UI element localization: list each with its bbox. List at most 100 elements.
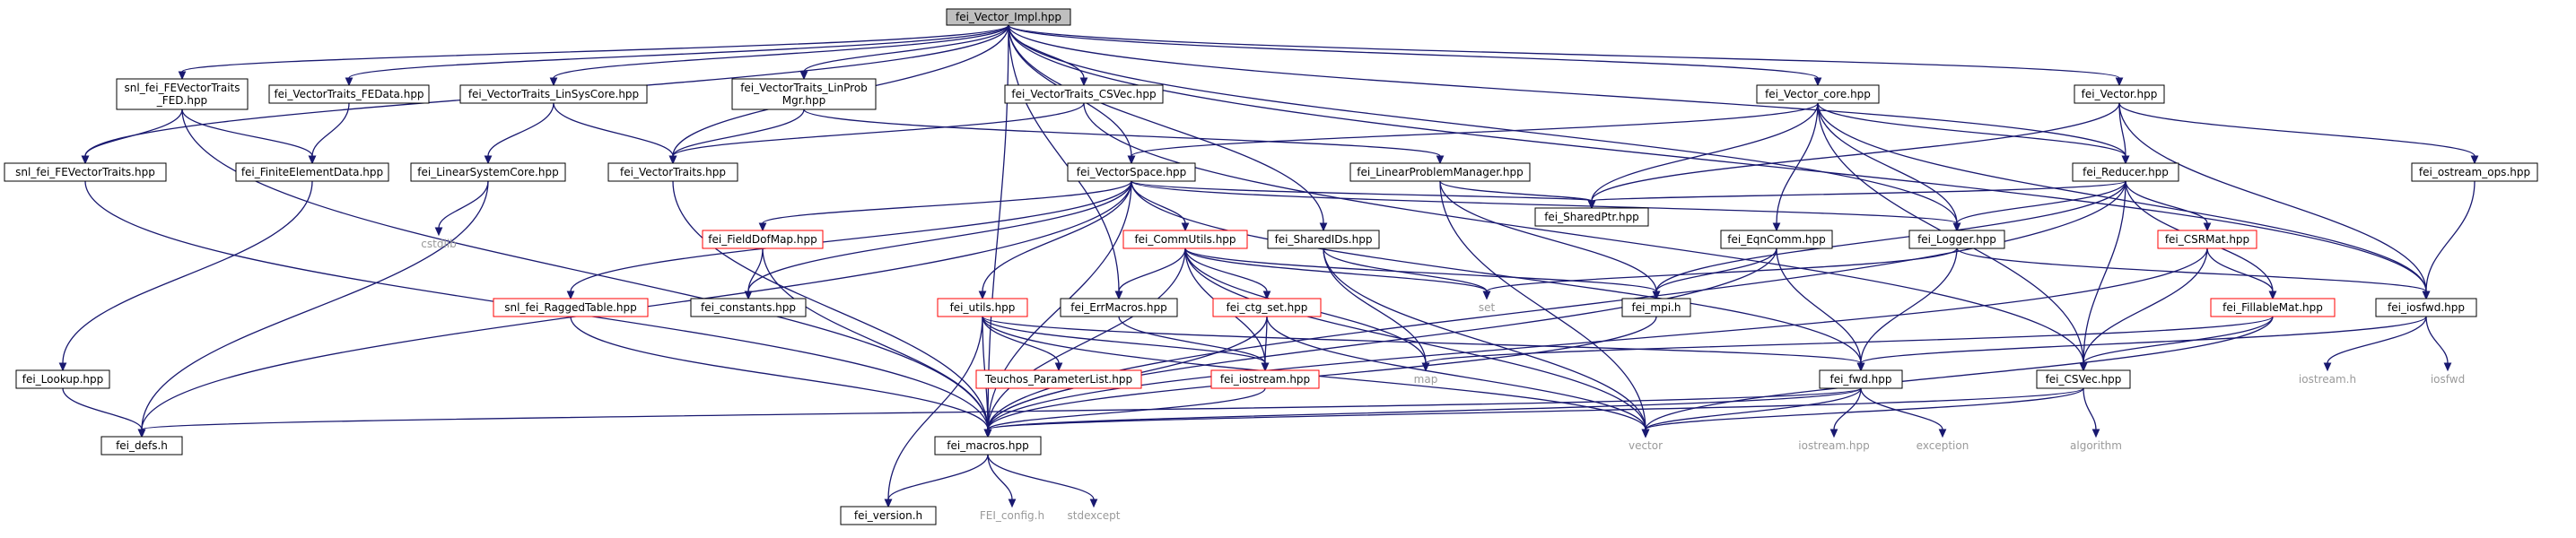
edge-vector_core-to-sharedptr — [1591, 102, 1819, 202]
node-fedata[interactable]: fei_FiniteElementData.hpp — [235, 162, 389, 182]
node-vector_core[interactable]: fei_Vector_core.hpp — [1756, 84, 1880, 104]
node-box — [410, 162, 566, 182]
node-lsc[interactable]: fei_LinearSystemCore.hpp — [410, 162, 566, 182]
node-fwd[interactable]: fei_fwd.hpp — [1819, 369, 1903, 389]
node-box — [1267, 230, 1380, 249]
node-vt_fedata[interactable]: fei_VectorTraits_FEData.hpp — [268, 84, 430, 104]
node-constants[interactable]: fei_constants.hpp — [690, 298, 807, 317]
node-defs[interactable]: fei_defs.h — [100, 436, 183, 456]
node-fillablemat[interactable]: fei_FillableMat.hpp — [2210, 298, 2336, 317]
nodes-layer: fei_Vector_Impl.hpp snl_fei_FEVectorTrait… — [4, 8, 2538, 525]
node-version[interactable]: fei_version.h — [840, 506, 937, 525]
node-utils[interactable]: fei_utils.hpp — [937, 298, 1028, 317]
node-csrmat[interactable]: fei_CSRMat.hpp — [2157, 230, 2257, 249]
edge-lookup-to-defs — [62, 387, 143, 430]
node-iosfwd_hpp[interactable]: fei_iosfwd.hpp — [2375, 298, 2477, 317]
node-box — [493, 298, 649, 317]
node-box — [1908, 230, 2005, 249]
node-label: fei_Vector.hpp — [2082, 88, 2158, 100]
node-label: fei_LinearSystemCore.hpp — [417, 166, 558, 178]
node-logger[interactable]: fei_Logger.hpp — [1908, 230, 2005, 249]
edge-vector_impl-to-reducer — [1008, 24, 2126, 157]
node-sharedids[interactable]: fei_SharedIDs.hpp — [1267, 230, 1380, 249]
node-lookup[interactable]: fei_Lookup.hpp — [15, 369, 110, 389]
node-vectorspace[interactable]: fei_VectorSpace.hpp — [1067, 162, 1196, 182]
node-teuchos[interactable]: Teuchos_ParameterList.hpp — [975, 369, 1142, 389]
edge-arrowhead-vectorspace-to-commutils — [1181, 222, 1190, 232]
node-label: vector — [1629, 439, 1663, 452]
node-ragged[interactable]: snl_fei_RaggedTable.hpp — [493, 298, 649, 317]
edge-iostream_hpp-to-macros — [987, 387, 1266, 430]
node-vector_impl[interactable]: fei_Vector_Impl.hpp — [946, 8, 1071, 26]
node-fielddofmap[interactable]: fei_FieldDofMap.hpp — [702, 230, 824, 249]
edge-arrowhead-vector_impl-to-vt_linprob — [799, 71, 808, 81]
node-fei_vector[interactable]: fei_Vector.hpp — [2074, 84, 2165, 104]
edge-utils-to-teuchos — [982, 316, 1060, 364]
node-vt_linsys[interactable]: fei_VectorTraits_LinSysCore.hpp — [459, 84, 648, 104]
node-box — [1534, 207, 1649, 227]
edge-arrowhead-commutils-to-errmacros — [1114, 291, 1123, 300]
edge-vector_core-to-iosfwd_hpp — [1817, 102, 2427, 292]
edge-arrowhead-logger-to-set — [1482, 291, 1491, 300]
node-vt_csvec[interactable]: fei_VectorTraits_CSVec.hpp — [1004, 84, 1164, 104]
node-label: fei_Lookup.hpp — [22, 373, 104, 386]
node-sharedptr[interactable]: fei_SharedPtr.hpp — [1534, 207, 1649, 227]
edge-vectorspace-to-ragged — [570, 180, 1132, 292]
node-label: Teuchos_ParameterList.hpp — [984, 373, 1132, 386]
edge-vectorspace-to-fwd — [1131, 180, 1862, 364]
node-box — [2375, 298, 2477, 317]
edge-vectorspace-to-utils — [982, 180, 1132, 292]
edge-arrowhead-ctgset-to-iostream_hpp — [1261, 362, 1270, 372]
node-box — [1756, 84, 1880, 104]
node-errmacros[interactable]: fei_ErrMacros.hpp — [1060, 298, 1178, 317]
edge-arrowhead-vector_impl-to-vt_csvec — [1079, 77, 1088, 87]
node-eqncomm[interactable]: fei_EqnComm.hpp — [1720, 230, 1833, 249]
node-lpm[interactable]: fei_LinearProblemManager.hpp — [1349, 162, 1531, 182]
node-commutils[interactable]: fei_CommUtils.hpp — [1122, 230, 1248, 249]
node-box — [934, 436, 1042, 456]
edge-arrowhead-vector_impl-to-sharedids — [1319, 222, 1328, 232]
node-snl_fevt_fed[interactable]: snl_fei_FEVectorTraits_FED.hpp — [116, 78, 249, 110]
node-label: fei_macros.hpp — [947, 439, 1029, 452]
node-box — [1067, 162, 1196, 182]
node-label: fei_EqnComm.hpp — [1727, 233, 1826, 246]
node-label: iostream.h — [2299, 373, 2356, 386]
edge-arrowhead-reducer-to-csrmat — [2203, 222, 2212, 232]
edge-arrowhead-fwd-to-iostream_std — [1829, 429, 1838, 438]
node-csvec[interactable]: fei_CSVec.hpp — [2036, 369, 2131, 389]
node-label: fei_iosfwd.hpp — [2388, 301, 2465, 314]
node-ctgset[interactable]: fei_ctg_set.hpp — [1212, 298, 1322, 317]
node-box — [459, 84, 648, 104]
node-vectortraits[interactable]: fei_VectorTraits.hpp — [607, 162, 738, 182]
node-reducer[interactable]: fei_Reducer.hpp — [2072, 162, 2179, 182]
node-snl_fevt[interactable]: snl_fei_FEVectorTraits.hpp — [4, 162, 167, 182]
node-stdexcept: stdexcept — [1068, 509, 1121, 522]
node-mpi[interactable]: fei_mpi.h — [1621, 298, 1691, 317]
edge-fielddofmap-to-macros — [762, 247, 989, 430]
edge-sharedids-to-set — [1323, 247, 1488, 292]
edge-reducer-to-mpi — [1655, 180, 2126, 292]
node-ostream_ops[interactable]: fei_ostream_ops.hpp — [2411, 162, 2538, 182]
edge-commutils-to-macros — [987, 247, 1186, 430]
node-label: map — [1414, 373, 1438, 386]
edge-logger-to-set — [1486, 247, 1958, 292]
edge-arrowhead-vt_linprob-to-lpm — [1436, 155, 1445, 165]
edge-vt_linprob-to-lpm — [803, 108, 1441, 157]
edge-arrowhead-vectorspace-to-fielddofmap — [758, 222, 767, 232]
node-label: fei_VectorTraits.hpp — [620, 166, 726, 178]
node-macros[interactable]: fei_macros.hpp — [934, 436, 1042, 456]
node-iostream_hpp[interactable]: fei_iostream.hpp — [1210, 369, 1320, 389]
edge-reducer-to-csvec — [2083, 180, 2126, 364]
edge-arrowhead-snl_fevt_fed-to-snl_fevt — [81, 155, 90, 165]
edge-arrowhead-macros-to-version — [884, 499, 893, 508]
edge-fei_vector-to-iosfwd_hpp — [2118, 102, 2427, 292]
edge-arrowhead-vector_core-to-vectorspace — [1127, 155, 1136, 165]
edge-lsc-to-cstdlib — [438, 180, 489, 229]
node-label: fei_Vector_Impl.hpp — [956, 11, 1061, 23]
edge-vector_impl-to-vt_fedata — [348, 24, 1009, 79]
edge-arrowhead-reducer-to-logger — [1952, 222, 1961, 232]
edge-arrowhead-fielddofmap-to-constants — [744, 291, 753, 300]
node-label: exception — [1917, 439, 1969, 452]
